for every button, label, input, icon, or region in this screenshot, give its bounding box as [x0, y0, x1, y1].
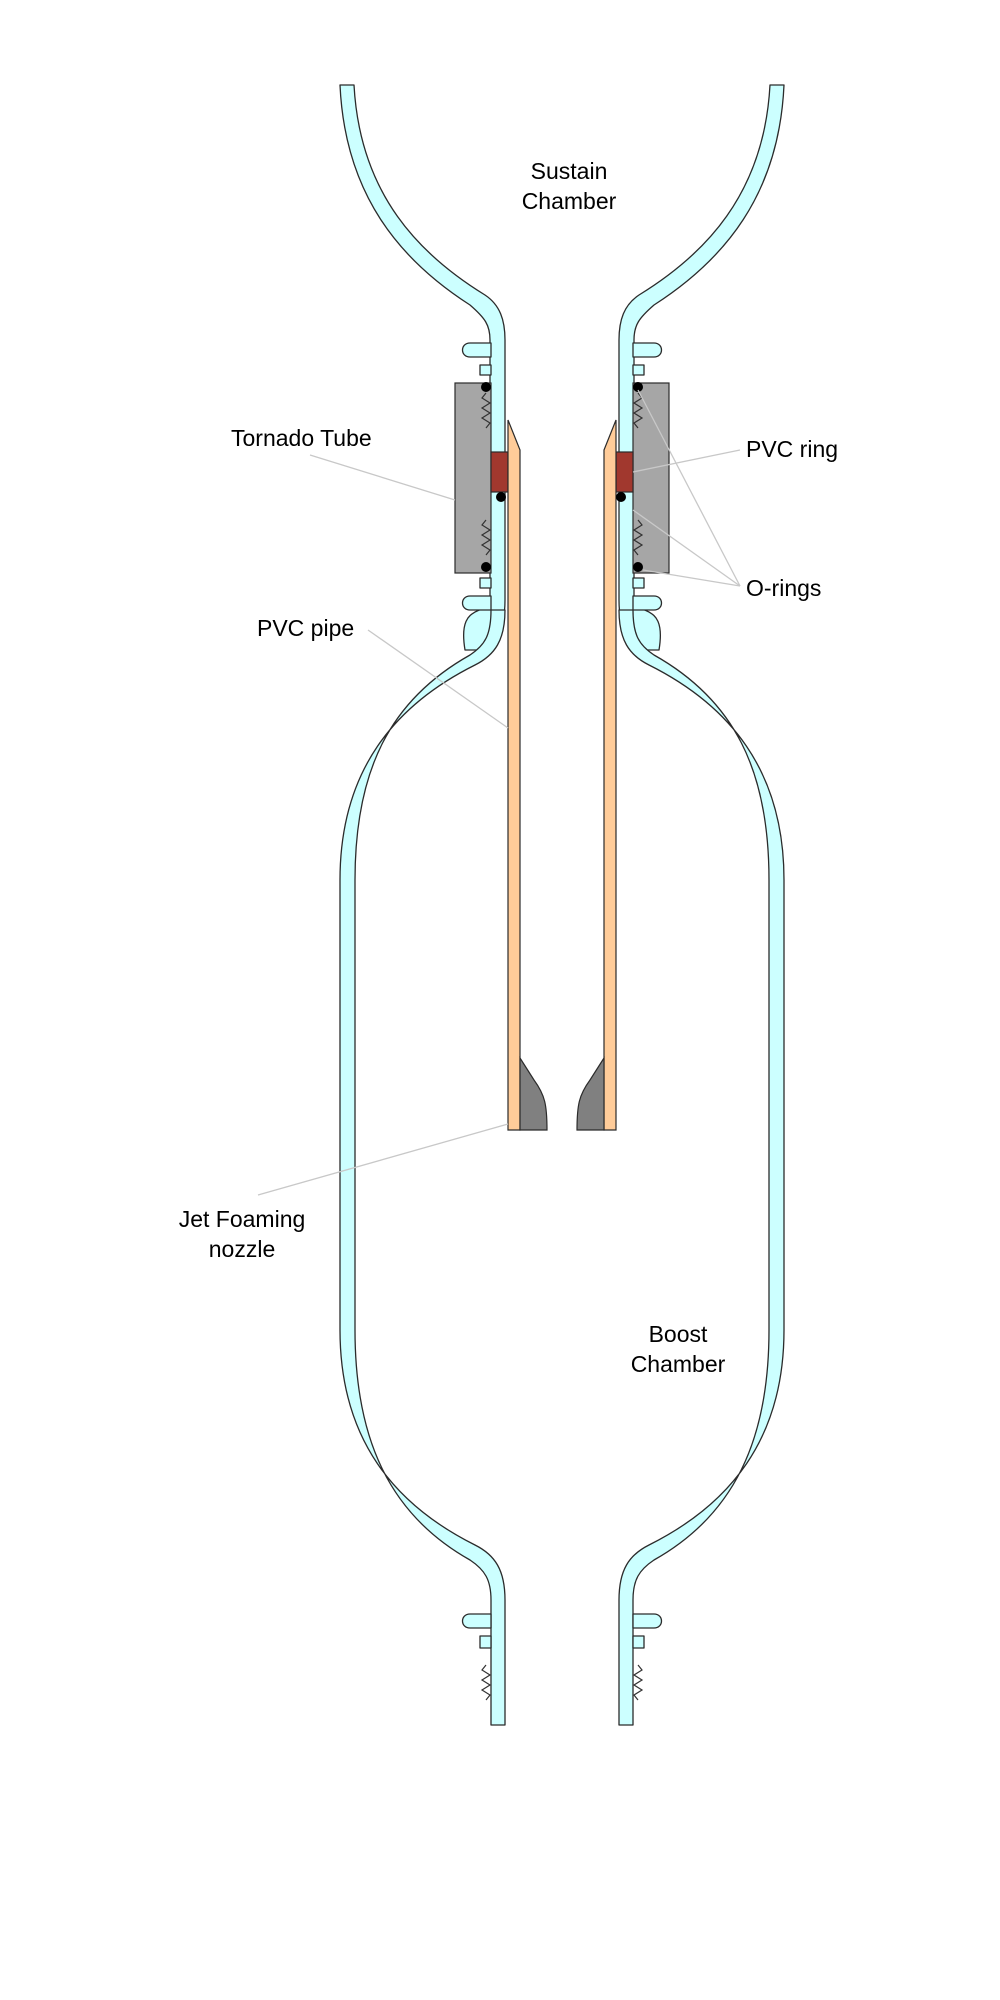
neck-collars — [461, 342, 663, 1649]
pvc-pipe-left — [507, 419, 521, 1131]
sustain-wall-left — [339, 84, 506, 651]
label-jet-foaming-nozzle-2: nozzle — [209, 1236, 275, 1262]
label-boost-chamber-1: Boost — [649, 1321, 708, 1347]
o-ring — [496, 492, 506, 502]
o-ring — [633, 382, 643, 392]
threads — [480, 392, 644, 1701]
o-ring — [616, 492, 626, 502]
leader-lines — [257, 389, 741, 1196]
nozzle-left — [519, 1055, 548, 1131]
label-sustain-chamber-2: Chamber — [522, 188, 617, 214]
label-pvc-pipe: PVC pipe — [257, 615, 354, 641]
boost-wall-left — [339, 609, 506, 1726]
label-pvc-ring: PVC ring — [746, 436, 838, 462]
jet-foaming-nozzle — [519, 1055, 605, 1131]
pvc-pipe — [507, 419, 617, 1131]
pvc-ring-left — [490, 451, 509, 493]
pvc-ring-right — [615, 451, 634, 493]
label-tornado-tube: Tornado Tube — [231, 425, 372, 451]
tornado-tube — [454, 382, 670, 574]
pvc-pipe-right — [603, 419, 617, 1131]
o-rings — [481, 382, 643, 572]
label-o-rings: O-rings — [746, 575, 821, 601]
label-sustain-chamber-1: Sustain — [531, 158, 608, 184]
o-ring — [633, 562, 643, 572]
tornado-tube-right — [632, 382, 670, 574]
boost-wall-right — [618, 609, 785, 1726]
o-ring — [481, 562, 491, 572]
boost-chamber-wall — [339, 609, 785, 1726]
label-jet-foaming-nozzle-1: Jet Foaming — [179, 1206, 306, 1232]
o-ring — [481, 382, 491, 392]
sustain-wall-right — [618, 84, 785, 651]
tornado-tube-left — [454, 382, 492, 574]
nozzle-right — [576, 1055, 605, 1131]
sustain-chamber-wall — [339, 84, 785, 651]
label-boost-chamber-2: Chamber — [631, 1351, 726, 1377]
